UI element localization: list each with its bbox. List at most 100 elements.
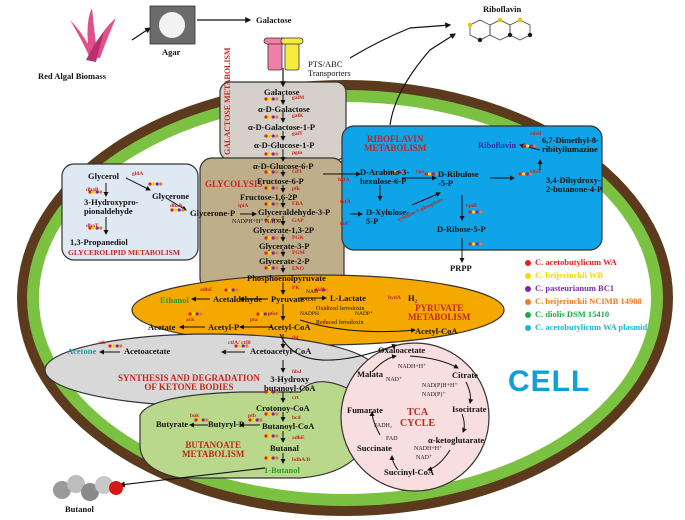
strain-dot [529, 172, 533, 176]
glyceraldehyde-3p-label: Glyceraldehyde-3-P [258, 207, 331, 217]
enzyme-ldh: ldh [318, 287, 326, 293]
tca-nadp: NAD(P)⁺ [422, 392, 446, 398]
riboflavin-inner-label: Riboflavin [478, 140, 517, 150]
strain-dot [264, 186, 268, 190]
butanal-label: Butanal [270, 443, 299, 453]
enzyme-bcd: bcd [292, 415, 301, 421]
strain-dot [248, 418, 252, 422]
strain-dot [231, 288, 235, 292]
galactose-label: Galactose [264, 87, 300, 97]
enzyme-rpib: rpiB [466, 203, 477, 209]
glycerate-13-2p-label: Glycerate-1,3-2P [253, 225, 315, 235]
nadph-label: NADPH [300, 311, 319, 317]
strain-dot-cluster [88, 190, 103, 194]
legend-label: C. diolis DSM 15410 [535, 309, 610, 319]
strain-dot [271, 97, 275, 101]
legend-dot-icon [525, 299, 531, 306]
strain-dot [271, 115, 275, 119]
acetate-label: Acetate [148, 322, 176, 332]
strain-dot [397, 170, 401, 174]
legend-item: C. acetobutylicum WA [525, 258, 617, 267]
isocitrate-label: Isocitrate [452, 404, 487, 414]
strain-dot-cluster [518, 172, 533, 176]
tca-nadh-1: NADH+H⁺ [398, 364, 427, 370]
h2-label: H₂ [408, 293, 418, 303]
strain-dot [268, 97, 272, 101]
strain-dot [92, 190, 96, 194]
l-lactate-label: L-Lactate [330, 293, 366, 303]
legend-dot-icon [525, 260, 531, 267]
strain-dot [268, 170, 272, 174]
strain-dot-cluster [264, 186, 279, 190]
strain-dot [170, 208, 174, 212]
strain-dot [263, 312, 267, 316]
strain-dot-cluster [108, 344, 123, 348]
strain-dot [275, 390, 279, 394]
strain-dot [264, 170, 268, 174]
cell-label: CELL [508, 365, 591, 398]
strain-dot [275, 202, 279, 206]
glycolysis-title: GLYCOLYSIS [205, 179, 263, 189]
alpha-d-glucose-1p-label: α-D-Glucose-1-P [254, 140, 315, 150]
ribulose-5p-label: D-Ribulose -5-P [438, 169, 479, 189]
strain-dot [533, 144, 537, 148]
oxidized-ferredoxin-label: Oxidized ferredoxin [316, 306, 365, 312]
enzyme-dhak: dhaK [170, 203, 184, 209]
strain-dot [264, 152, 268, 156]
legend-dot-icon [525, 273, 531, 280]
strain-dot [275, 434, 279, 438]
enzyme-talc: talC [340, 221, 351, 227]
butanol-molecule [53, 475, 123, 501]
strain-dot [390, 170, 394, 174]
strain-dot [275, 152, 279, 156]
hydroxybutanoyl-coa-label: 3-Hydroxy butanoyl-CoA [264, 374, 316, 394]
strain-dot [201, 418, 205, 422]
strain-dot [99, 190, 103, 194]
strain-dot-cluster [522, 144, 537, 148]
strain-dot-cluster [264, 236, 279, 240]
strain-dot [522, 144, 526, 148]
strain-dot [228, 288, 232, 292]
strain-dot [325, 288, 329, 292]
enzyme-bdhab: bdhA/B [292, 457, 311, 463]
strain-dot [271, 186, 275, 190]
citrate-label: Citrate [452, 370, 478, 380]
enzyme-pfk: pfk [292, 186, 300, 192]
enzyme-dhat: dhaT [86, 223, 99, 229]
strain-dot [256, 312, 260, 316]
strain-dot [318, 288, 322, 292]
strain-dot [174, 208, 178, 212]
acetyl-coa-label: Acetyl-CoA [268, 322, 311, 332]
fumarate-label: Fumarate [347, 405, 383, 415]
strain-dot-cluster [264, 390, 279, 394]
strain-dot [234, 344, 238, 348]
strain-dot [264, 434, 268, 438]
strain-dot [271, 390, 275, 394]
tca-fadh2: FADH₂ [374, 423, 392, 429]
succinate-label: Succinate [357, 443, 392, 453]
legend-item: C. acetobutylicum WA plasmid [525, 323, 647, 332]
succinyl-coa-label: Succinyl-CoA [384, 467, 435, 477]
ketone-title: SYNTHESIS AND DEGRADATION OF KETONE BODI… [118, 373, 260, 393]
strain-dot-cluster [88, 226, 103, 230]
butanoyl-coa-label: Butanoyl-CoA [262, 421, 315, 431]
strain-dot [271, 236, 275, 240]
crotonoy-coa-label: Crotonoy-CoA [256, 403, 310, 413]
strain-dot [259, 418, 263, 422]
strain-dot [475, 242, 479, 246]
alpha-d-galactose-label: α-D-Galactose [258, 104, 310, 114]
strain-dot [268, 434, 272, 438]
xylulose-5p-label: D-Xylulose- 5-P [366, 207, 409, 227]
strain-dot [252, 418, 256, 422]
enzyme-buk: buk [190, 413, 200, 419]
riboflavin-molecule [469, 19, 531, 41]
strain-dot [271, 412, 275, 416]
strain-dot [268, 390, 272, 394]
glycerolipid-title: 1,3-Propanediol [70, 237, 128, 247]
enzyme-hbd: hbd [292, 369, 302, 375]
enzyme-ptb: ptb [248, 413, 256, 419]
strain-dot-cluster [148, 182, 163, 186]
strain-dot-cluster [424, 172, 439, 176]
strain-dot-cluster [194, 418, 209, 422]
strain-dot [479, 210, 483, 214]
